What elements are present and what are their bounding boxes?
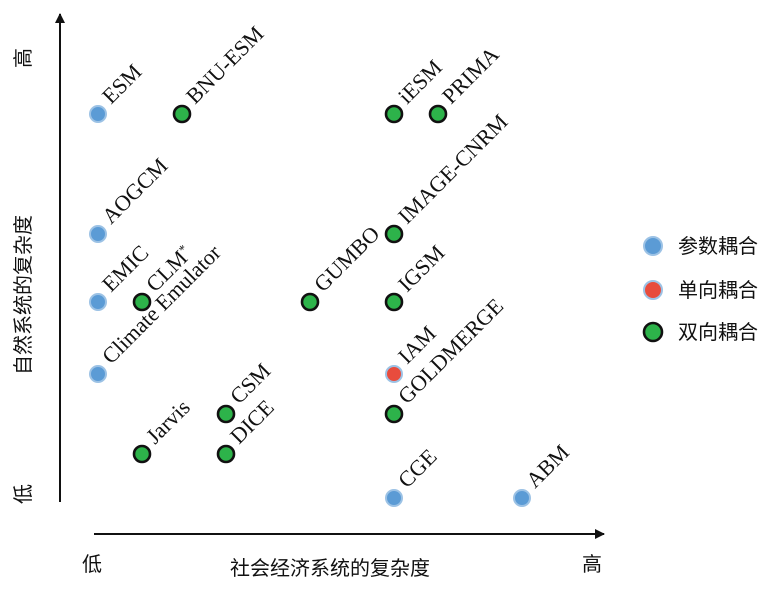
point-label-jarvis: Jarvis	[141, 395, 195, 449]
point-label-cge: CGE	[393, 444, 442, 493]
point-label-gumbo: GUMBO	[309, 221, 385, 297]
point-label-igsm: IGSM	[393, 240, 450, 297]
point-label-dice: DICE	[225, 395, 279, 449]
y-high-label: 高	[11, 48, 35, 68]
point-label-iesm: iESM	[393, 55, 447, 109]
legend-label-twoway: 双向耦合	[678, 320, 758, 344]
point-iam	[385, 365, 403, 383]
point-esm	[89, 105, 107, 123]
legend-marker-twoway	[642, 321, 664, 343]
point-label-bnu-esm: BNU-ESM	[181, 21, 269, 109]
legend-item-oneway: 单向耦合	[643, 278, 758, 302]
point-climate-emulator	[89, 365, 107, 383]
point-goldmerge	[384, 404, 404, 424]
legend-label-oneway: 单向耦合	[678, 278, 758, 302]
point-emic	[89, 293, 107, 311]
point-label-emic: EMIC	[97, 240, 154, 297]
point-label-esm: ESM	[97, 59, 147, 109]
point-csm	[216, 404, 236, 424]
point-jarvis	[132, 444, 152, 464]
point-gumbo	[300, 292, 320, 312]
point-label-image-cnrm: IMAGE-CNRM	[393, 109, 513, 229]
point-prima	[428, 104, 448, 124]
point-clm	[132, 292, 152, 312]
legend-item-twoway: 双向耦合	[642, 320, 758, 344]
point-bnu-esm	[172, 104, 192, 124]
legend-label-param: 参数耦合	[678, 234, 758, 258]
x-high-label: 高	[582, 552, 602, 576]
point-abm	[513, 489, 531, 507]
point-iesm	[384, 104, 404, 124]
x-axis-title: 社会经济系统的复杂度	[230, 556, 430, 580]
legend-item-param: 参数耦合	[643, 234, 758, 258]
y-low-label: 低	[11, 484, 35, 504]
y-axis-title: 自然系统的复杂度	[11, 215, 35, 375]
point-cge	[385, 489, 403, 507]
point-label-csm: CSM	[225, 358, 276, 409]
point-aogcm	[89, 225, 107, 243]
point-label-abm: ABM	[521, 439, 574, 492]
point-label-aogcm: AOGCM	[97, 153, 173, 229]
legend-marker-param	[643, 236, 663, 256]
point-image-cnrm	[384, 224, 404, 244]
legend: 参数耦合 单向耦合 双向耦合	[642, 234, 758, 344]
point-dice	[216, 444, 236, 464]
legend-marker-oneway	[643, 280, 663, 300]
x-low-label: 低	[82, 552, 102, 576]
point-label-prima: PRIMA	[437, 42, 504, 109]
point-igsm	[384, 292, 404, 312]
